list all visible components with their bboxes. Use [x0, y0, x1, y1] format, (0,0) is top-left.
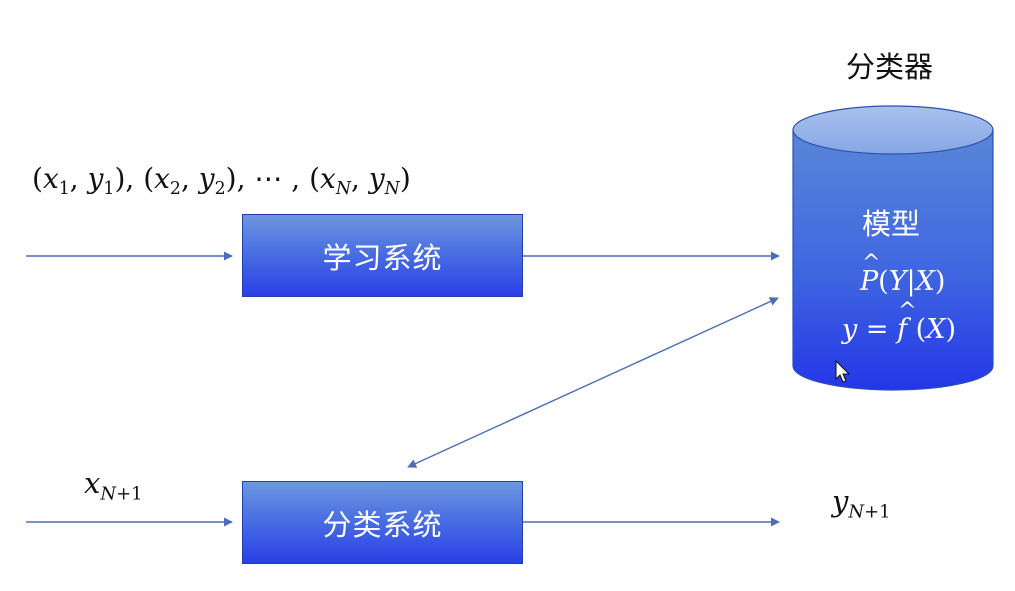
mouse-cursor-icon — [835, 359, 851, 383]
conditional-probability-formula: P^(Y|X) — [860, 251, 946, 297]
output-formula: yN+1 — [832, 484, 891, 523]
classification-system-label: 分类系统 — [322, 507, 443, 542]
classifier-label: 分类器 — [846, 50, 934, 84]
decision-function-formula: y = f^ (X) — [842, 299, 956, 345]
model-label: 模型 — [862, 207, 921, 241]
model-cylinder — [792, 105, 994, 391]
training-data-formula: (x1, y1), (x2, y2), ⋯ , (xN, yN) — [32, 162, 411, 200]
classification-system-box: 分类系统 — [242, 481, 523, 564]
model-classification-double-arrow — [407, 297, 779, 468]
learning-system-box: 学习系统 — [242, 214, 523, 297]
new-input-formula: xN+1 — [84, 466, 143, 505]
learning-system-label: 学习系统 — [322, 240, 443, 275]
